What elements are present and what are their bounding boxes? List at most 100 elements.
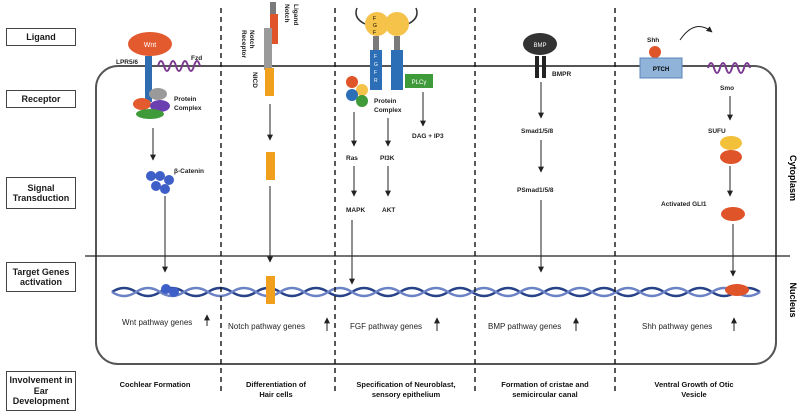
nicd-cytoplasm <box>266 152 275 180</box>
gli-activated-shape <box>721 207 745 221</box>
ptch-label: PTCH <box>653 67 669 73</box>
frizzled-receptor <box>157 60 201 72</box>
beta-catenin-label: β-Catenin <box>174 168 204 175</box>
shh-genes-label: Shh pathway genes <box>642 322 712 331</box>
gli-nuclear-shape <box>725 284 749 296</box>
shh-pathway: Shh PTCH Smo SUFU Activated GLI1 Shh pat… <box>639 26 751 399</box>
fgf-letter-2: G <box>373 23 377 29</box>
notch-pathway: Notch Ligand Notch Receptor NICD Notch p… <box>228 2 330 399</box>
beta-catenin-nuclear <box>169 287 179 297</box>
cytoplasm-label: Cytoplasm <box>788 155 798 201</box>
fgfr-letter-4: R <box>374 78 378 84</box>
fgf-genes-label: FGF pathway genes <box>350 322 422 331</box>
bmpr-2 <box>542 56 546 78</box>
gli-bound-shape <box>720 150 742 164</box>
notch-receptor-ext <box>264 28 272 70</box>
fgf-ligand-1 <box>365 12 389 36</box>
notch-receptor-label-2: Receptor <box>240 30 247 59</box>
ligand-row-label: Ligand <box>6 28 76 46</box>
bmpr-1 <box>535 56 539 78</box>
wnt-ligand-shape <box>128 32 172 56</box>
fgfr-stalk-1 <box>373 36 379 50</box>
notch-receptor-int <box>265 68 274 96</box>
bmp-ligand-shape <box>523 33 557 55</box>
wnt-pathway: Wnt LPR5/6 Fzd Protein Complex β-Catenin… <box>116 32 210 389</box>
fgf-ligand-2 <box>385 12 409 36</box>
sufu-shape <box>720 136 742 150</box>
dna-helix <box>111 286 761 298</box>
complex-part-1 <box>133 98 151 110</box>
plc-gamma-box <box>405 74 433 88</box>
nucleus-label: Nucleus <box>788 282 798 317</box>
complex-part-2 <box>149 88 167 100</box>
lrp-receptor <box>145 56 152 102</box>
bmp-genes-label: BMP pathway genes <box>488 322 561 331</box>
akt-label: AKT <box>382 207 395 214</box>
wnt-complex-label-1: Protein <box>174 96 196 103</box>
fgf-protein-complex <box>356 95 368 107</box>
notch-involvement-2: Hair cells <box>259 390 292 399</box>
fgf-pathway: F G F F G F R PLCγ Protein Complex DAG +… <box>346 7 456 399</box>
dag-label: DAG + IP3 <box>412 133 444 140</box>
wnt-ligand-label: Wnt <box>144 42 157 49</box>
ptch-smo-arrow <box>679 26 713 41</box>
fgfr-2 <box>391 50 403 90</box>
nicd-label: NICD <box>251 72 258 88</box>
fgf-involvement-2: sensory epithelium <box>372 390 441 399</box>
fgfr-letter-1: F <box>374 54 377 60</box>
pi3k-label: PI3K <box>380 155 395 162</box>
sufu-label: SUFU <box>708 128 726 135</box>
smo-label: Smo <box>720 85 734 92</box>
fgfr-letter-2: G <box>374 62 378 68</box>
fgf-involvement-1: Specification of Neuroblast, <box>356 380 455 389</box>
target-genes-row-label: Target Genes activation <box>6 262 76 292</box>
notch-ligand-label-1: Notch <box>283 4 290 22</box>
gli-label: Activated GLI1 <box>661 201 707 208</box>
psmad-label: PSmad1/5/8 <box>517 187 554 194</box>
notch-genes-label: Notch pathway genes <box>228 322 305 331</box>
smo-receptor <box>707 62 751 74</box>
shh-ligand-shape <box>649 46 661 58</box>
fzd-label: Fzd <box>191 55 202 62</box>
shh-involvement-1: Ventral Growth of Otic <box>654 380 733 389</box>
fgf-complex-label-1: Protein <box>374 98 396 105</box>
involvement-row-label: Involvement in Ear Development <box>6 371 76 411</box>
notch-ligand-stalk <box>270 2 276 14</box>
receptor-row-label: Receptor <box>6 90 76 108</box>
bmp-involvement-2: semicircular canal <box>512 390 577 399</box>
fgf-tethers <box>355 7 418 25</box>
smad-label: Smad1/5/8 <box>521 128 554 135</box>
complex-part-4 <box>136 109 164 119</box>
fgf-letter-1: F <box>373 16 376 22</box>
notch-ligand-label-2: Ligand <box>292 4 299 25</box>
notch-receptor-label-1: Notch <box>248 30 255 48</box>
bmp-ligand-label: BMP <box>533 43 546 49</box>
bmp-involvement-1: Formation of cristae and <box>501 380 589 389</box>
lrp-label: LPR5/6 <box>116 59 138 66</box>
nicd-nucleus <box>266 276 275 304</box>
signal-transduction-row-label: Signal Transduction <box>6 177 76 209</box>
wnt-genes-label: Wnt pathway genes <box>122 318 192 327</box>
cell-membrane <box>95 65 777 365</box>
fgfr-stalk-2 <box>394 36 400 50</box>
complex-part-3 <box>150 100 170 112</box>
notch-ligand-shape <box>270 14 278 44</box>
notch-involvement-1: Differentiation of <box>246 380 306 389</box>
bmp-pathway: BMP BMPR Smad1/5/8 PSmad1/5/8 BMP pathwa… <box>488 33 589 399</box>
shh-label: Shh <box>647 37 659 44</box>
fgf-letter-3: F <box>373 30 376 36</box>
beta-catenin-cluster <box>160 184 170 194</box>
fgf-complex-label-2: Complex <box>374 107 402 114</box>
fgfr-1 <box>370 50 382 90</box>
ras-label: Ras <box>346 155 358 162</box>
wnt-involvement-1: Cochlear Formation <box>120 380 191 389</box>
shh-involvement-2: Vesicle <box>681 390 706 399</box>
ptch-receptor <box>639 57 683 79</box>
plc-gamma-label: PLCγ <box>412 80 427 86</box>
bmpr-label: BMPR <box>552 71 571 78</box>
fgfr-letter-3: F <box>374 70 377 76</box>
wnt-complex-label-2: Complex <box>174 105 202 112</box>
mapk-label: MAPK <box>346 207 365 214</box>
